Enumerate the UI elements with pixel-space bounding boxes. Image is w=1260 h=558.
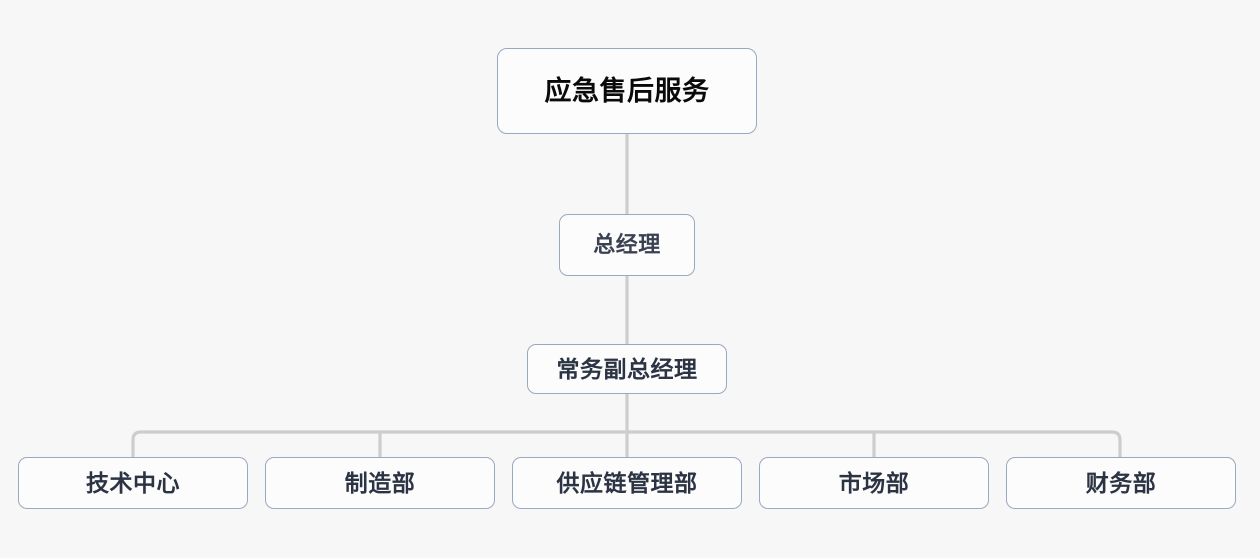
connector-bus [131, 430, 1122, 457]
node-label: 技术中心 [86, 469, 180, 496]
node-finance-department[interactable]: 财务部 [1006, 457, 1236, 509]
node-manufacturing-department[interactable]: 制造部 [265, 457, 495, 509]
node-supply-chain-management-department[interactable]: 供应链管理部 [512, 457, 742, 509]
node-label: 总经理 [593, 232, 661, 257]
node-general-manager[interactable]: 总经理 [559, 214, 695, 276]
node-label: 常务副总经理 [556, 355, 698, 382]
node-marketing-department[interactable]: 市场部 [759, 457, 989, 509]
node-label: 制造部 [344, 469, 416, 496]
node-technology-center[interactable]: 技术中心 [18, 457, 248, 509]
node-emergency-after-sales-service[interactable]: 应急售后服务 [497, 48, 757, 134]
node-label: 财务部 [1085, 469, 1157, 496]
node-label: 应急售后服务 [544, 75, 710, 106]
node-label: 供应链管理部 [556, 469, 698, 496]
node-label: 市场部 [838, 469, 910, 496]
node-executive-deputy-general-manager[interactable]: 常务副总经理 [527, 344, 727, 394]
